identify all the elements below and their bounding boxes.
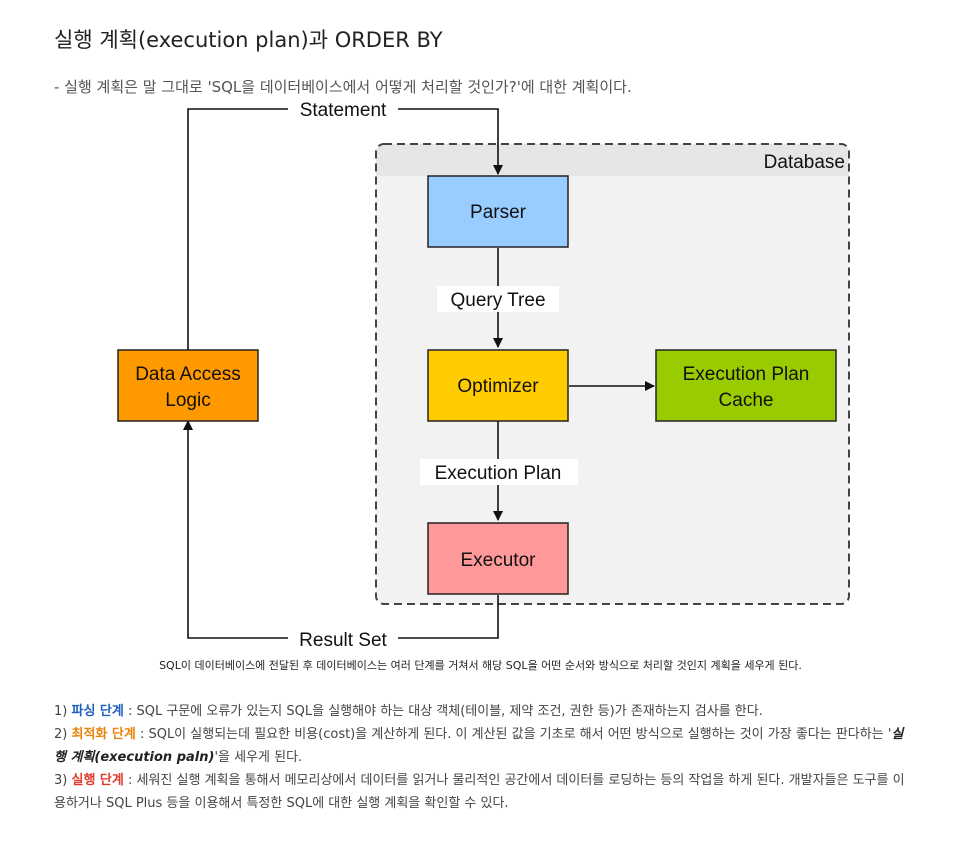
page-title: 실행 계획(execution plan)과 ORDER BY	[54, 28, 443, 52]
data-access-logic-node: Data Access Logic	[117, 349, 259, 422]
database-container: Database	[375, 143, 850, 605]
database-label: Database	[764, 152, 845, 173]
data-access-label-line2: Logic	[165, 390, 210, 411]
step-text-end: '을 세우게 된다.	[214, 750, 303, 765]
diagram-caption: SQL이 데이터베이스에 전달된 후 데이터베이스는 여러 단계를 거쳐서 해당…	[159, 659, 802, 672]
result-set-label: Result Set	[299, 630, 387, 651]
cache-label-line2: Cache	[719, 390, 774, 411]
step-text: : 세워진 실행 계획을 통해서 메모리상에서 데이터를 읽거나 물리적인 공간…	[54, 773, 905, 811]
execution-plan-cache-node: Execution Plan Cache	[655, 349, 837, 422]
step-parsing: 1) 파싱 단계 : SQL 구문에 오류가 있는지 SQL을 실행해야 하는 …	[54, 700, 914, 723]
step-number: 3)	[54, 773, 72, 788]
parser-node: Parser	[427, 175, 569, 248]
execution-plan-label: Execution Plan	[435, 463, 562, 484]
execution-plan-diagram: Database Statement Query Tree Execution …	[117, 96, 850, 651]
step-emphasis: 실행 계획(execution paln)	[54, 727, 904, 765]
edge-labels: Statement Query Tree Execution Plan Resu…	[288, 96, 578, 651]
step-text: : SQL 구문에 오류가 있는지 SQL을 실행해야 하는 대상 객체(테이블…	[123, 704, 763, 719]
steps-list: 1) 파싱 단계 : SQL 구문에 오류가 있는지 SQL을 실행해야 하는 …	[54, 700, 914, 815]
optimizer-label: Optimizer	[457, 376, 539, 397]
step-number: 1)	[54, 704, 72, 719]
step-text: : SQL이 실행되는데 필요한 비용(cost)을 계산하게 된다. 이 계산…	[135, 727, 892, 742]
optimizer-node: Optimizer	[427, 349, 569, 422]
step-term: 최적화 단계	[71, 727, 136, 742]
step-number: 2)	[54, 727, 72, 742]
step-execution: 3) 실행 단계 : 세워진 실행 계획을 통해서 메모리상에서 데이터를 읽거…	[54, 769, 914, 815]
data-access-label-line1: Data Access	[135, 364, 241, 385]
intro-text: - 실행 계획은 말 그대로 'SQL을 데이터베이스에서 어떻게 처리할 것인…	[54, 78, 632, 96]
step-optimization: 2) 최적화 단계 : SQL이 실행되는데 필요한 비용(cost)을 계산하…	[54, 723, 914, 769]
executor-node: Executor	[427, 522, 569, 595]
parser-label: Parser	[470, 202, 527, 223]
step-term: 실행 단계	[71, 773, 124, 788]
query-tree-label: Query Tree	[450, 290, 545, 311]
cache-label-line1: Execution Plan	[683, 364, 810, 385]
executor-label: Executor	[461, 550, 537, 571]
step-term: 파싱 단계	[71, 704, 124, 719]
statement-label: Statement	[300, 100, 387, 121]
